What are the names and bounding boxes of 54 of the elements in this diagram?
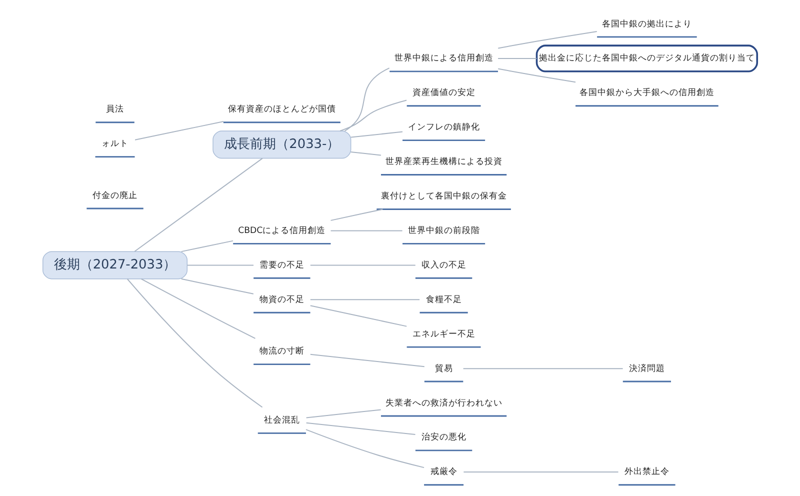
connector bbox=[463, 368, 623, 370]
connector bbox=[310, 305, 407, 327]
node-text: 各国中銀の拠出により bbox=[602, 19, 692, 30]
node-text: 決済問題 bbox=[628, 364, 665, 374]
node-text: 世界中銀による信用創造 bbox=[394, 54, 494, 64]
node-text: 各国中銀から大手銀への信用創造 bbox=[579, 88, 714, 98]
node-text: 世界中銀の前段階 bbox=[408, 226, 480, 236]
node-text: 物資の不足 bbox=[259, 294, 304, 305]
connector bbox=[310, 354, 424, 368]
node-text: 社会混乱 bbox=[264, 416, 300, 426]
node-text: 世界産業再生機構による投資 bbox=[385, 157, 502, 168]
node-text: インフレの鎮静化 bbox=[408, 122, 480, 133]
node-text: CBDCによる信用創造 bbox=[238, 226, 326, 236]
node-text: 保有資産のほとんどが国債 bbox=[228, 104, 336, 115]
connector bbox=[306, 409, 381, 418]
connector bbox=[344, 68, 390, 132]
connector bbox=[310, 299, 420, 300]
node-text: 員法 bbox=[106, 104, 124, 115]
node-text: 食糧不足 bbox=[426, 294, 462, 305]
node-text: 収入の不足 bbox=[421, 260, 466, 270]
connector bbox=[134, 158, 263, 252]
node-text: 外出禁止令 bbox=[624, 467, 670, 478]
node-text: 資産価値の安定 bbox=[412, 88, 476, 98]
node-box: 成長前期（2033-） bbox=[212, 130, 352, 159]
node-text: 裏付けとして各国中銀の保有金 bbox=[380, 192, 507, 202]
node-text: ォルト bbox=[102, 139, 129, 150]
connector bbox=[306, 422, 416, 436]
node-text: 貿易 bbox=[434, 364, 453, 374]
connector bbox=[181, 240, 234, 252]
connector bbox=[306, 429, 424, 468]
connector bbox=[498, 58, 537, 59]
connector bbox=[141, 278, 256, 339]
node-text: エネルギー不足 bbox=[412, 329, 476, 340]
connector bbox=[187, 264, 254, 266]
node-text: 失業者への救済が行われない bbox=[385, 398, 502, 408]
node-text: 付金の廃止 bbox=[92, 190, 138, 201]
node-text: 需要の不足 bbox=[259, 260, 304, 270]
connector bbox=[181, 278, 254, 294]
connector bbox=[498, 31, 597, 49]
connector bbox=[340, 100, 407, 132]
connector bbox=[330, 230, 402, 232]
node-box: 拠出金に応じた各国中銀へのデジタル通貨の割り当て bbox=[536, 44, 758, 72]
connector bbox=[310, 264, 416, 266]
connector bbox=[350, 131, 403, 138]
node-box: 後期（2027-2033） bbox=[42, 251, 188, 280]
connector bbox=[350, 151, 382, 156]
node-text: 治安の悪化 bbox=[421, 432, 466, 443]
connector bbox=[126, 278, 263, 408]
node-text: 物流の寸断 bbox=[259, 346, 304, 357]
connector bbox=[134, 121, 224, 140]
connector bbox=[498, 68, 576, 83]
connector bbox=[330, 208, 383, 221]
node-text: 戒厳令 bbox=[430, 467, 458, 478]
connector bbox=[464, 471, 618, 472]
